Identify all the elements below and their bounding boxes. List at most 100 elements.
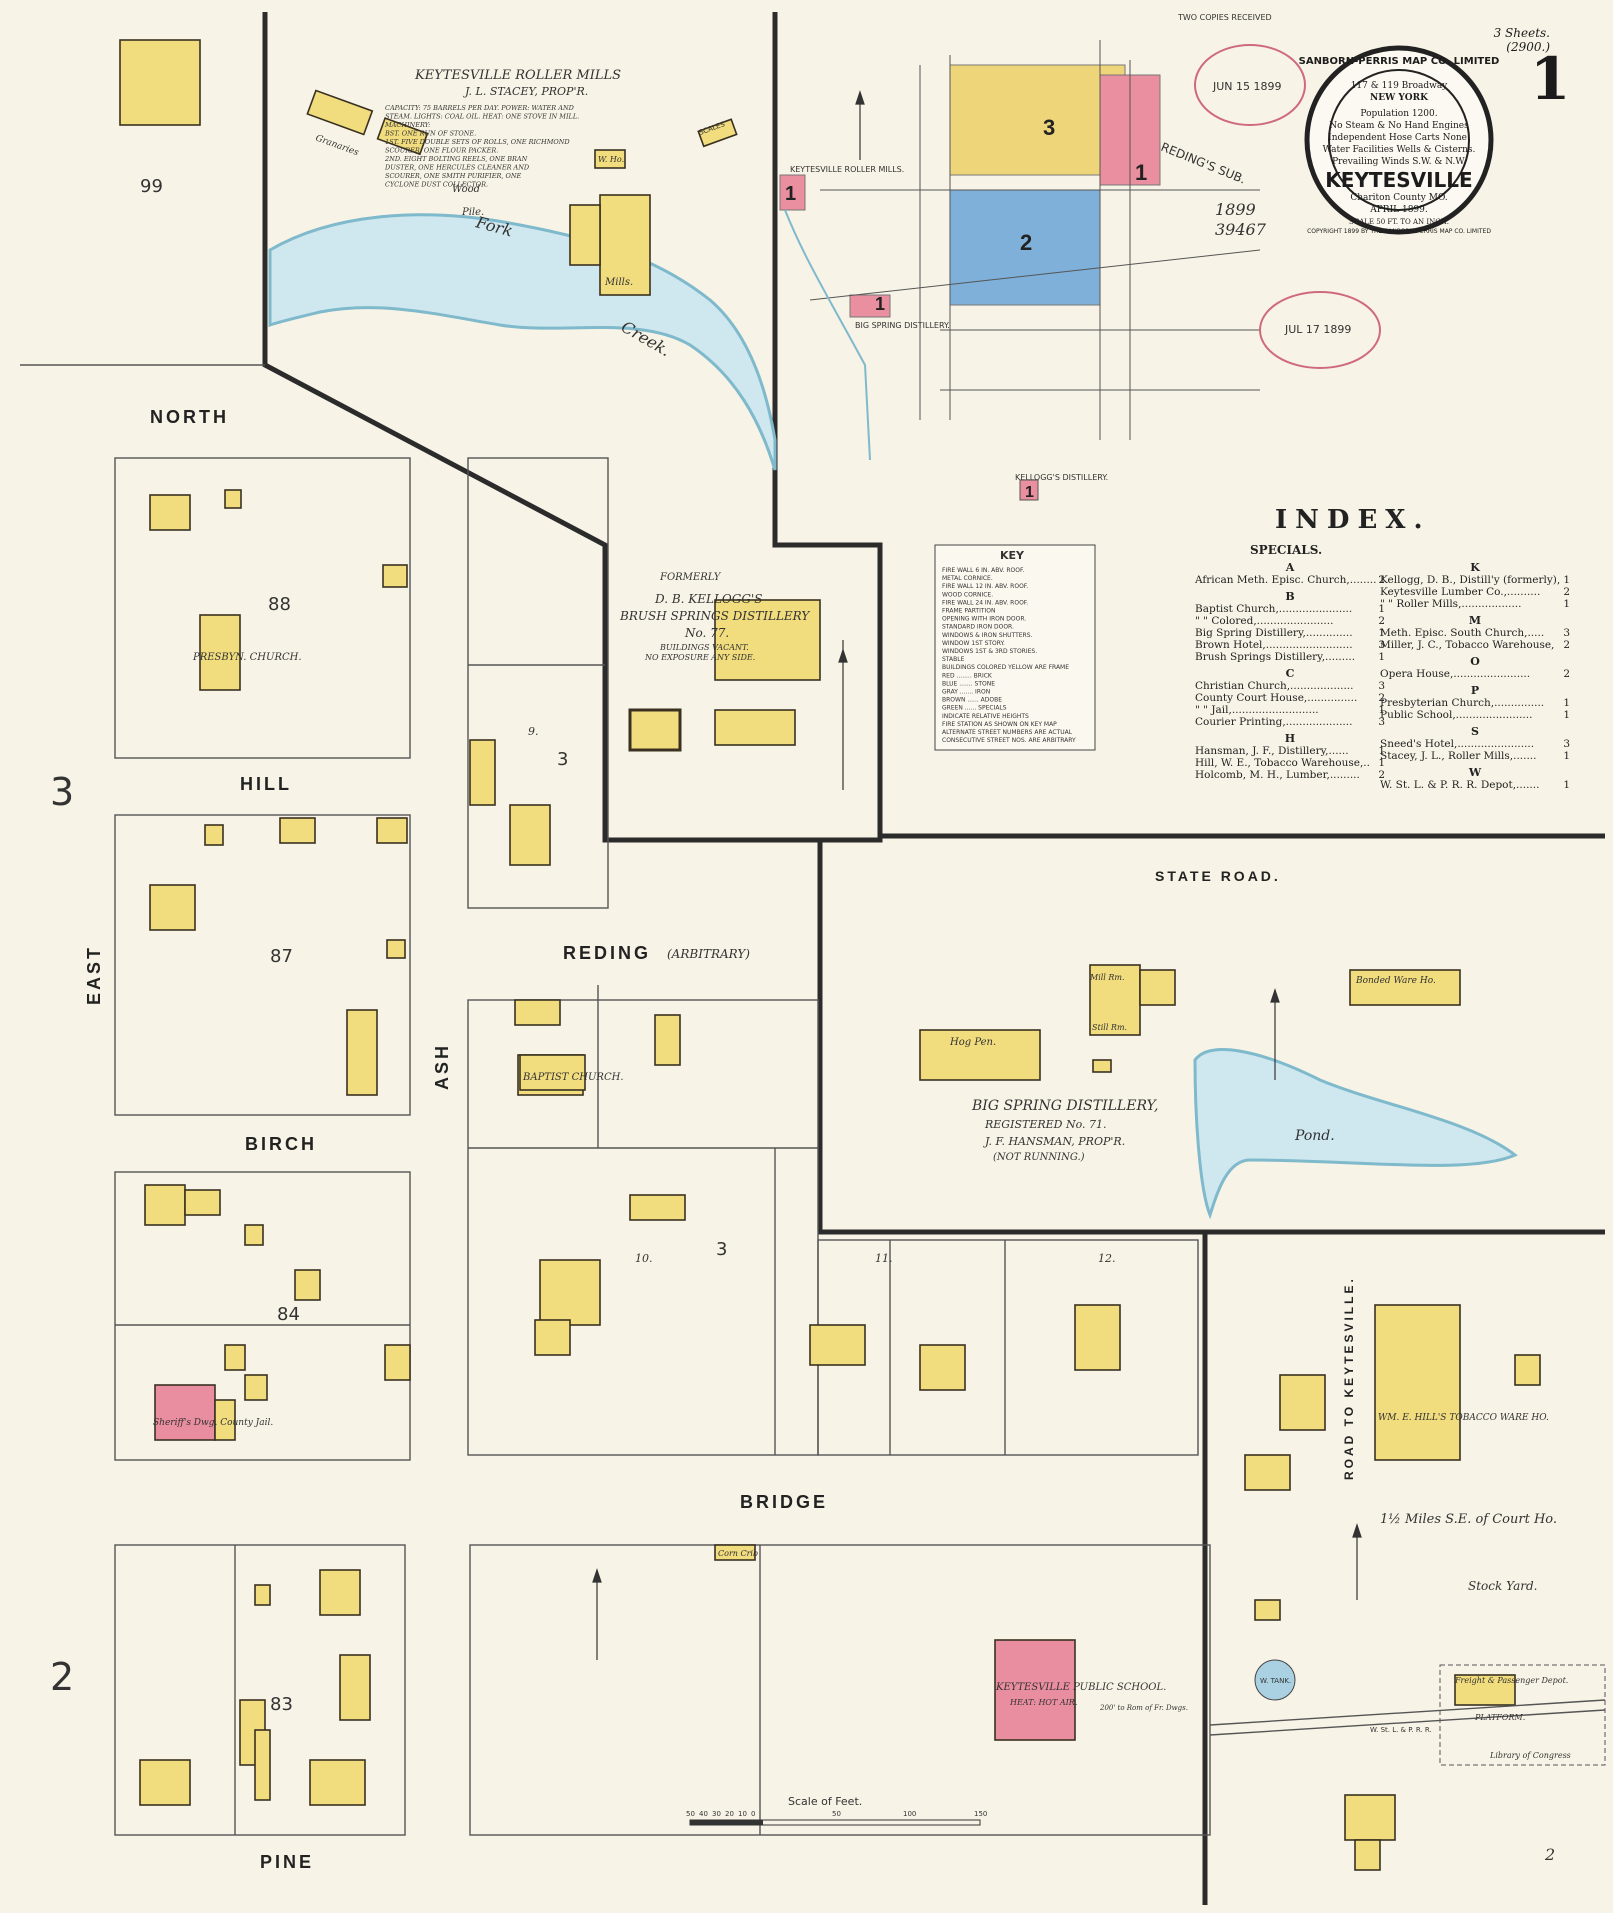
title-cartouche: 117 & 119 Broadway NEW YORK Population 1… <box>1294 40 1504 240</box>
railroad-track <box>1209 1699 1606 1726</box>
pile-label: Pile. <box>461 207 484 218</box>
index-entry: Christian Church,................... 3 <box>1195 680 1385 692</box>
brush-title: BRUSH SPRINGS DISTILLERY <box>619 609 810 623</box>
index-entry-sheet: 3 <box>1563 627 1570 639</box>
state: MO. <box>1428 193 1448 203</box>
index-entry-name: Stacey, J. L., Roller Mills,....... <box>1380 750 1537 762</box>
lot-12: 12. <box>1098 1252 1116 1265</box>
big-spring-small-label: BIG SPRING DISTILLERY. <box>855 321 950 330</box>
index-entry-sheet: 3 <box>1378 716 1385 728</box>
sheet-count: 3 Sheets. <box>1493 26 1550 40</box>
block-99: 99 <box>140 176 163 197</box>
brush-number: No. 77. <box>684 626 729 640</box>
index-entry-sheet: 2 <box>1378 769 1385 781</box>
index-entry: W. St. L. & P. R. R. Depot,....... 1 <box>1380 779 1570 791</box>
key-line: WOOD CORNICE. <box>942 591 993 598</box>
mill-note: SCOURER, ONE SMITH PURIFIER, ONE <box>385 172 522 180</box>
key-line: STANDARD IRON DOOR. <box>942 624 1014 631</box>
index-entry-sheet: 1 <box>1378 651 1385 663</box>
keymap-sheet-3: 3 <box>1043 115 1058 140</box>
brush-note-2: NO EXPOSURE ANY SIDE. <box>644 653 755 662</box>
index-entry: Kellogg, D. B., Distill'y (formerly), 1 <box>1380 574 1570 586</box>
block-84: 84 <box>277 1304 300 1325</box>
scale-tick-label: 10 <box>738 1810 747 1818</box>
lot-9: 9. <box>528 725 539 738</box>
mill-note: BST. ONE RUN OF STONE. <box>384 130 476 138</box>
index-entry: County Court House,............... 2 <box>1195 692 1385 704</box>
index-entry: Miller, J. C., Tobacco Warehouse, 2 <box>1380 639 1570 651</box>
index-entry-sheet: 2 <box>1378 692 1385 704</box>
keytesville-mills-label: KEYTESVILLE ROLLER MILLS. <box>790 165 904 174</box>
index-entry-sheet: 1 <box>1378 704 1385 716</box>
index-letter: C <box>1285 667 1295 680</box>
index-entry-name: " " Roller Mills,.................. <box>1380 598 1522 610</box>
index-entry-name: Brush Springs Distillery,......... <box>1195 651 1356 663</box>
index-entry-name: African Meth. Episc. Church,........ <box>1195 574 1377 586</box>
index-entry: Baptist Church,...................... 1 <box>1195 603 1385 615</box>
index-entry-name: Presbyterian Church,............... <box>1380 697 1545 709</box>
adjoining-sheet-2: 2 <box>50 1655 74 1699</box>
school-distance-note: 200' to Rom of Fr. Dwgs. <box>1099 1704 1188 1712</box>
street-east: EAST <box>84 945 104 1005</box>
mill-note: CAPACITY: 75 BARRELS PER DAY. POWER: WAT… <box>385 104 575 112</box>
index-entry-sheet: 2 <box>1378 574 1385 586</box>
key-line: CONSECUTIVE STREET NOS. ARE ARBITRARY <box>942 737 1076 744</box>
index-entry: " " Colored,....................... 2 <box>1195 615 1385 627</box>
warehouse-label: W. Ho. <box>598 155 624 164</box>
stock-yard-label: Stock Yard. <box>1468 1579 1537 1593</box>
platform-label: PLATFORM. <box>1474 1713 1525 1722</box>
index-entry-sheet: 1 <box>1563 750 1570 762</box>
presbyterian-church: PRESBYN. CHURCH. <box>192 652 302 663</box>
index-entry-name: Big Spring Distillery,.............. <box>1195 627 1353 639</box>
scale-tick-label: 50 <box>686 1810 695 1818</box>
scale-label: Scale of Feet. <box>788 1795 862 1808</box>
index-entry-sheet: 1 <box>1378 603 1385 615</box>
county: Chariton County <box>1350 193 1426 203</box>
index-entry: Meth. Episc. South Church,..... 3 <box>1380 627 1570 639</box>
index-entry: Brush Springs Distillery,......... 1 <box>1195 651 1385 663</box>
street-arbitrary: (ARBITRARY) <box>667 947 750 961</box>
mill-note: MACHINERY: <box>384 121 430 129</box>
hose-carts: Independent Hose Carts None. <box>1328 133 1470 143</box>
engines: No Steam & No Hand Engines <box>1329 121 1469 131</box>
index-entry-name: Opera House,....................... <box>1380 668 1531 680</box>
index-entry-sheet: 1 <box>1563 574 1570 586</box>
scale-tick-label: 0 <box>751 1810 755 1818</box>
key-line: WINDOWS 1ST & 3RD STORIES. <box>942 648 1037 655</box>
wood-label: Wood <box>452 184 480 195</box>
index-entry-sheet: 3 <box>1563 738 1570 750</box>
key-line: FIRE WALL 6 IN. ABV. ROOF. <box>942 567 1024 574</box>
prevailing-winds: Prevailing Winds S.W. & N.W. <box>1332 157 1466 167</box>
index-entry: Holcomb, M. H., Lumber,......... 2 <box>1195 769 1385 781</box>
index-entry-name: County Court House,............... <box>1195 692 1358 704</box>
index-entry-sheet: 1 <box>1563 598 1570 610</box>
index-entry-name: Public School,....................... <box>1380 709 1533 721</box>
public-school <box>994 1639 1076 1741</box>
block-83: 83 <box>270 1694 293 1715</box>
keymap-sheet-1-a: 1 <box>1135 160 1150 185</box>
key-line: STABLE <box>942 656 965 663</box>
block-3-a: 3 <box>557 749 568 770</box>
index-entry-sheet: 1 <box>1378 627 1385 639</box>
index-entry-sheet: 1 <box>1378 757 1385 769</box>
roller-mills-prop: J. L. STACEY, PROP'R. <box>463 85 588 98</box>
index-letter: A <box>1285 561 1295 574</box>
water-tank-label: W. TANK. <box>1260 1677 1291 1685</box>
scale-tick-label: 40 <box>699 1810 708 1818</box>
stock-yard-outline <box>1439 1664 1606 1766</box>
street-state-road: STATE ROAD. <box>1155 868 1281 884</box>
scale-tick-label: 20 <box>725 1810 734 1818</box>
block-3-b: 3 <box>716 1239 727 1260</box>
lot-11: 11. <box>875 1252 893 1265</box>
depot-label: Freight & Passenger Depot. <box>1454 1676 1568 1685</box>
block-87: 87 <box>270 946 293 967</box>
sheet-code: (2900.) <box>1506 40 1550 54</box>
received-stamp: JUN 15 1899 TWO COPIES RECEIVED <box>1177 13 1306 126</box>
mill-note: 2ND. EIGHT BOLTING REELS, ONE BRAN <box>384 155 528 163</box>
dwellings <box>139 489 1541 1871</box>
baptist-church-bld <box>519 1054 586 1091</box>
north-arrow-icon <box>592 90 1362 1660</box>
